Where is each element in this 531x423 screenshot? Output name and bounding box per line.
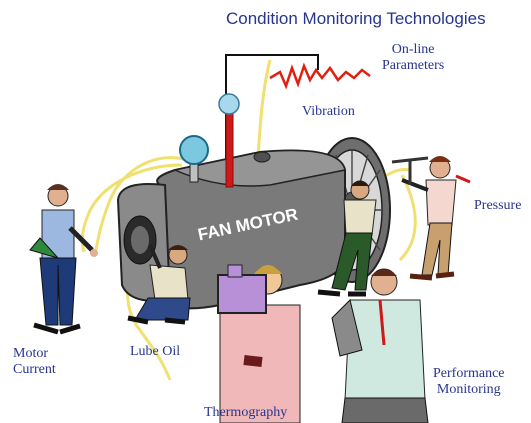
online-label-line2: Parameters [382, 58, 445, 73]
motor-body [156, 149, 346, 310]
motor-current-label: Motor Current [13, 346, 56, 378]
performance-label-line1: Performance [433, 366, 505, 381]
performance-label-line2: Monitoring [436, 382, 501, 397]
oil-gauge [179, 135, 209, 183]
technician-lube-oil [127, 244, 191, 325]
technician-thermography [217, 264, 301, 423]
thermometer [218, 93, 240, 188]
thermography-label: Thermography [204, 405, 288, 420]
technician-motor-current [29, 184, 98, 335]
motor-label-line1: Motor [13, 346, 48, 361]
technician-vibration [317, 180, 377, 297]
diagram-title: Condition Monitoring Technologies [226, 9, 486, 28]
technician-performance [331, 268, 429, 423]
vibration-label: Vibration [302, 104, 355, 119]
lube-oil-label: Lube Oil [130, 344, 181, 359]
performance-monitoring-label: Performance Monitoring [433, 366, 505, 398]
online-parameters-label: On-line Parameters [382, 42, 444, 74]
vibration-trace [269, 62, 371, 90]
technician-pressure [391, 156, 471, 281]
pressure-label: Pressure [474, 198, 522, 213]
motor-label-line2: Current [13, 362, 56, 377]
online-label-line1: On-line [391, 42, 435, 57]
